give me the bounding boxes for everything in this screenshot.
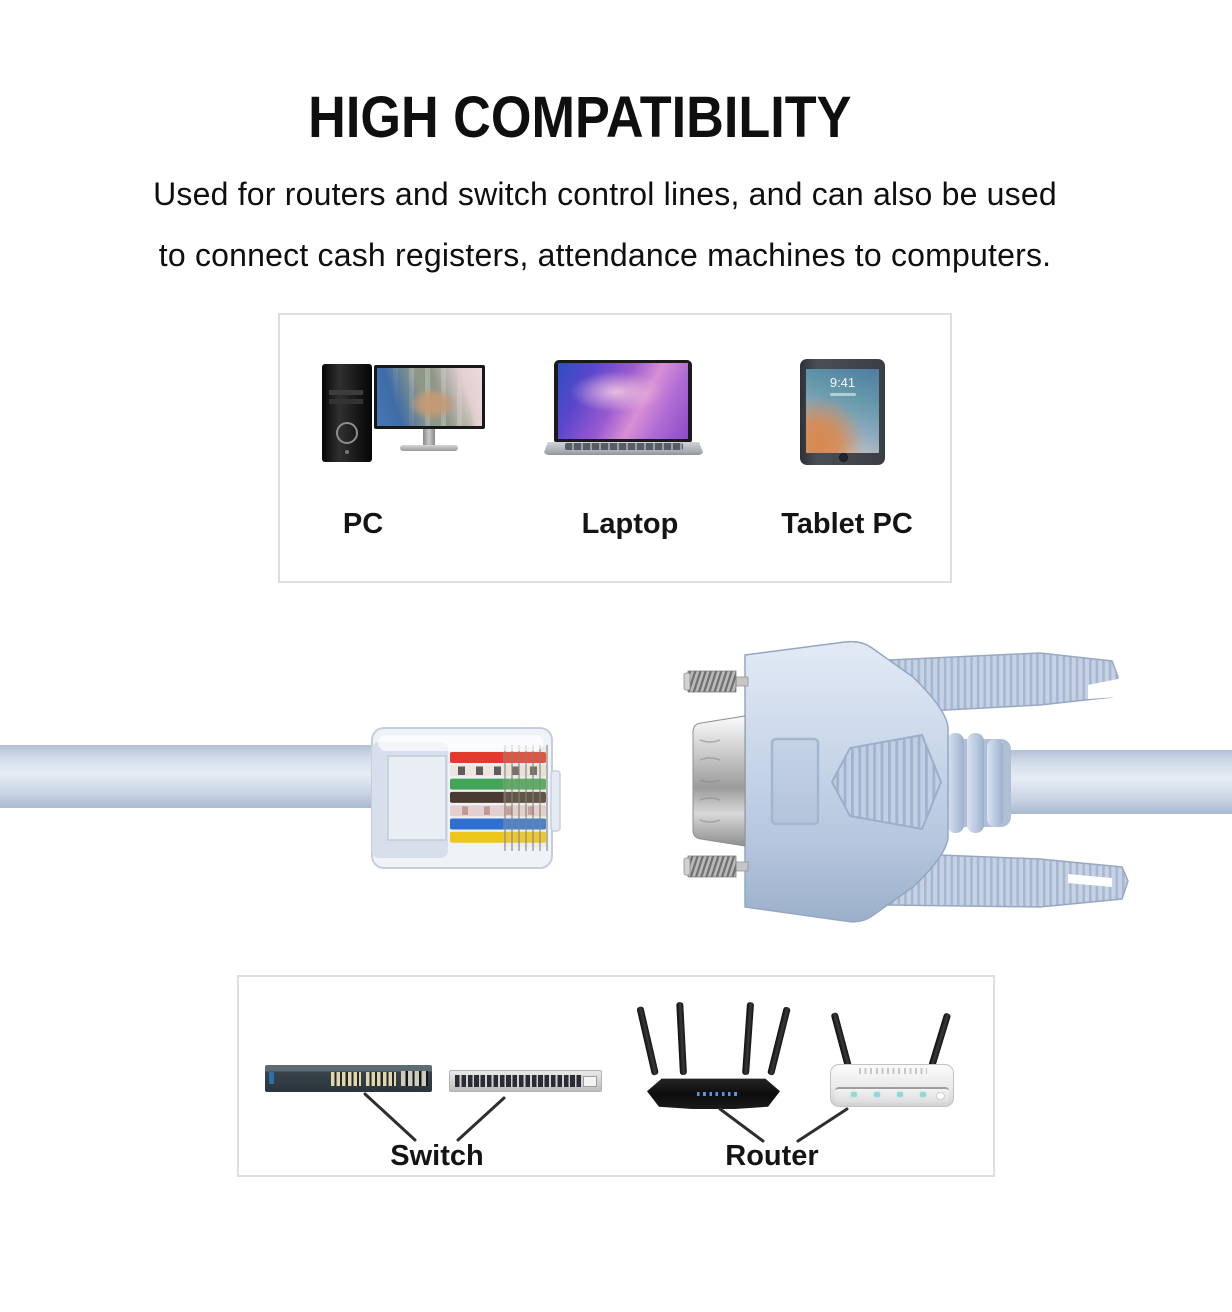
switch-1-image [265,1065,432,1092]
router-2-image [830,1064,954,1107]
router-led [897,1092,903,1097]
tablet-image: 9:41 [800,359,885,465]
tablet-clock: 9:41 [829,375,856,390]
rj45-connector [371,727,561,869]
description-line-1: Used for routers and switch control line… [153,176,1057,212]
db9-screw-top [683,670,749,693]
pc-tower-icon [322,364,372,462]
router-leds [697,1092,737,1096]
tablet-label: Tablet PC [781,508,913,540]
rj45-contacts [503,745,548,851]
rj45-wires [450,752,546,843]
compatible-devices-box: 9:41 PC Laptop Tablet PC [278,313,952,583]
router-label: Router [725,1140,819,1172]
db9-screw-bottom [683,855,749,878]
db9-top-wing [887,652,1119,714]
laptop-screen-icon [554,360,692,442]
connect-targets-box: Switch Router [237,975,995,1177]
tablet-wallpaper: 9:41 [806,369,879,453]
cable-right-segment [1005,750,1232,814]
tablet-home-button [839,453,848,462]
rj45-latch [387,755,447,841]
switch-ports [331,1072,361,1086]
switch-label: Switch [390,1140,484,1172]
switch-uplink-ports [401,1071,428,1086]
description-line-2: to connect cash registers, attendance ma… [158,237,1052,273]
router-led [851,1092,857,1097]
description: Used for routers and switch control line… [0,164,1210,286]
pc-label: PC [342,508,384,540]
cable-photo [0,640,1232,923]
db9-recess [770,737,820,826]
db9-connector [683,640,949,923]
router-1-image [647,1078,780,1109]
laptop-label: Laptop [581,508,679,540]
cable-left-segment [0,745,380,808]
laptop-wallpaper [558,363,688,439]
router-led [874,1092,880,1097]
page-title: HIGH COMPATIBILITY [308,85,852,150]
monitor-wallpaper [377,368,482,426]
db9-bottom-wing [887,852,1129,908]
switch-ports [455,1075,583,1087]
switch-2-image [449,1070,602,1092]
pc-monitor-icon [374,365,485,429]
db9-grip [830,733,943,831]
router-led [920,1092,926,1097]
pointer-lines [363,1092,849,1143]
switch-ports [366,1072,396,1086]
